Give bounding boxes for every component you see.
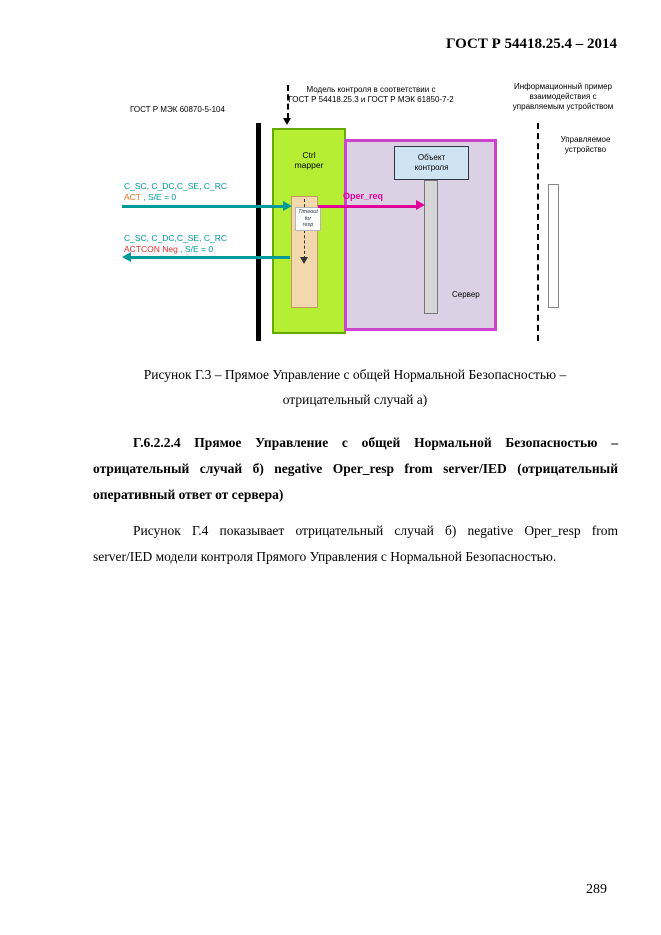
server-box [344,139,497,331]
request-asdu-list: C_SC, C_DC,C_SE, C_RC [124,181,227,191]
response-arrow [130,256,290,259]
oper-req-label: Oper_req [343,191,384,201]
request-act-label: ACT [124,192,141,202]
device-label: Управляемое устройство [560,135,611,154]
request-cause-line: ACT , S/E = 0 [124,192,227,203]
response-label: C_SC, C_DC,C_SE, C_RC ACTCON Neg , S/E =… [124,233,227,255]
section-heading: Г.6.2.2.4 Прямое Управление с общей Норм… [93,435,618,502]
device-boundary-line [537,123,539,341]
protocol-label: ГОСТ Р МЭК 60870-5-104 [130,105,225,114]
control-object-bar [424,180,438,314]
oper-req-arrow [318,205,418,208]
request-arrow [122,205,284,208]
request-se-label: , S/E = 0 [140,192,177,202]
arrowhead-down-icon [283,118,291,125]
server-label: Сервер [452,290,480,299]
ctrl-mapper-label: Ctrl mapper [294,150,324,170]
figure-caption: Рисунок Г.3 – Прямое Управление с общей … [143,367,567,407]
info-label: Информационный пример взаимодействия с у… [512,82,614,111]
device-bar [548,184,559,308]
response-cause-line: ACTCON Neg , S/E = 0 [124,244,227,255]
request-label: C_SC, C_DC,C_SE, C_RC ACT , S/E = 0 [124,181,227,203]
response-se-label: , S/E = 0 [177,244,214,254]
protocol-bus-line [256,123,261,341]
page-number: 289 [586,882,607,897]
oper-req-arrowhead-right-icon [416,200,425,210]
response-asdu-list: C_SC, C_DC,C_SE, C_RC [124,233,227,243]
model-label: Модель контроля в соответствии с ГОСТ Р … [288,85,454,104]
response-arrowhead-left-icon [122,252,131,262]
page-header: ГОСТ Р 54418.25.4 – 2014 [445,36,617,52]
timeout-label: Timeout for resp [295,207,321,231]
body-paragraph: Рисунок Г.4 показывает отрицательный слу… [93,523,618,564]
dashed-connector-line [287,85,289,119]
timer-arrowhead-down-icon [300,257,308,264]
control-object-box: Объект контроля [394,146,469,180]
request-arrowhead-right-icon [283,201,292,211]
response-actcon-label: ACTCON Neg [124,244,178,254]
